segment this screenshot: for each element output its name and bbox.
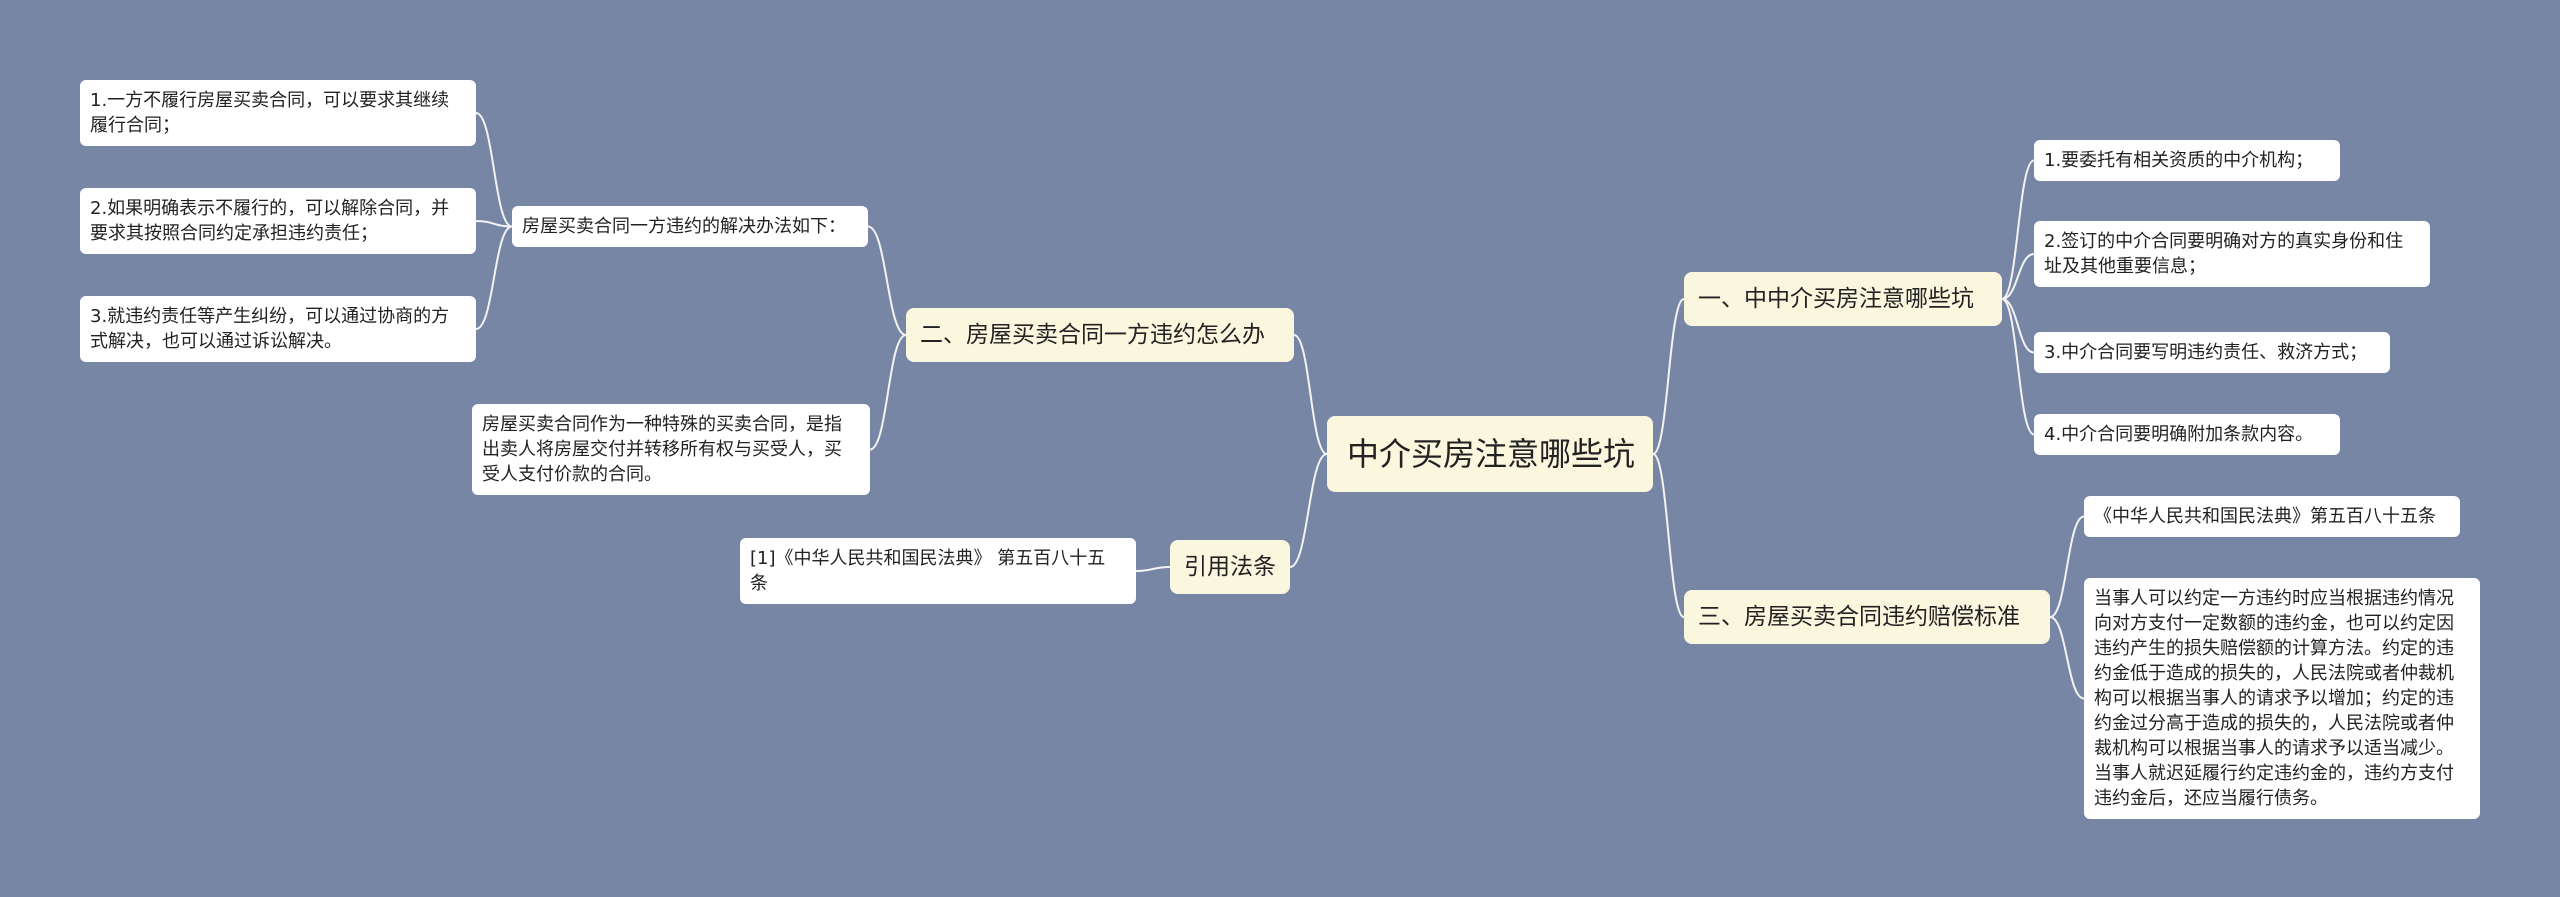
edge-leaf-contract-definition — [869, 334, 907, 451]
leaf-contract-definition[interactable]: 房屋买卖合同作为一种特殊的买卖合同，是指 出卖人将房屋交付并转移所有权与买受人，… — [472, 404, 870, 495]
edge-leaf-pitfall-3 — [2001, 298, 2035, 354]
edge-branch-breach-remedy — [1293, 334, 1328, 455]
leaf-compensation-law[interactable]: 《中华人民共和国民法典》第五百八十五条 — [2084, 496, 2460, 537]
root-topic[interactable]: 中介买房注意哪些坑 — [1327, 416, 1653, 492]
edge-leaf-cited-law-item — [1135, 566, 1171, 572]
branch-compensation-standard[interactable]: 三、房屋买卖合同违约赔偿标准 — [1684, 590, 2050, 644]
leaf-remedy-intro[interactable]: 房屋买卖合同一方违约的解决办法如下： — [512, 206, 868, 247]
leaf-remedy-item-2[interactable]: 2.如果明确表示不履行的，可以解除合同，并 要求其按照合同约定承担违约责任； — [80, 188, 476, 254]
leaf-compensation-text[interactable]: 当事人可以约定一方违约时应当根据违约情况 向对方支付一定数额的违约金，也可以约定… — [2084, 578, 2480, 819]
leaf-pitfall-3[interactable]: 3.中介合同要写明违约责任、救济方式； — [2034, 332, 2390, 373]
leaf-pitfall-2[interactable]: 2.签订的中介合同要明确对方的真实身份和住 址及其他重要信息； — [2034, 221, 2430, 287]
edge-branch-agent-pitfalls — [1652, 298, 1685, 455]
branch-agent-pitfalls[interactable]: 一、中中介买房注意哪些坑 — [1684, 272, 2002, 326]
branch-breach-remedy[interactable]: 二、房屋买卖合同一方违约怎么办 — [906, 308, 1294, 362]
edge-leaf-pitfall-4 — [2001, 298, 2035, 436]
leaf-remedy-item-1[interactable]: 1.一方不履行房屋买卖合同，可以要求其继续 履行合同； — [80, 80, 476, 146]
branch-cited-law[interactable]: 引用法条 — [1170, 540, 1290, 594]
edge-leaf-remedy-item-1 — [475, 112, 513, 228]
leaf-cited-law-item[interactable]: [1]《中华人民共和国民法典》 第五百八十五 条 — [740, 538, 1136, 604]
edge-leaf-compensation-law — [2049, 515, 2085, 618]
edge-branch-compensation-standard — [1652, 453, 1685, 618]
edge-leaf-compensation-text — [2049, 616, 2085, 700]
edge-leaf-pitfall-2 — [2001, 253, 2035, 300]
edge-leaf-remedy-item-2 — [475, 220, 513, 228]
edge-branch-cited-law — [1289, 453, 1328, 568]
leaf-pitfall-1[interactable]: 1.要委托有相关资质的中介机构； — [2034, 140, 2340, 181]
leaf-pitfall-4[interactable]: 4.中介合同要明确附加条款内容。 — [2034, 414, 2340, 455]
edge-leaf-remedy-intro — [867, 225, 907, 336]
edge-leaf-remedy-item-3 — [475, 225, 513, 330]
leaf-remedy-item-3[interactable]: 3.就违约责任等产生纠纷，可以通过协商的方 式解决，也可以通过诉讼解决。 — [80, 296, 476, 362]
edge-leaf-pitfall-1 — [2001, 159, 2035, 300]
